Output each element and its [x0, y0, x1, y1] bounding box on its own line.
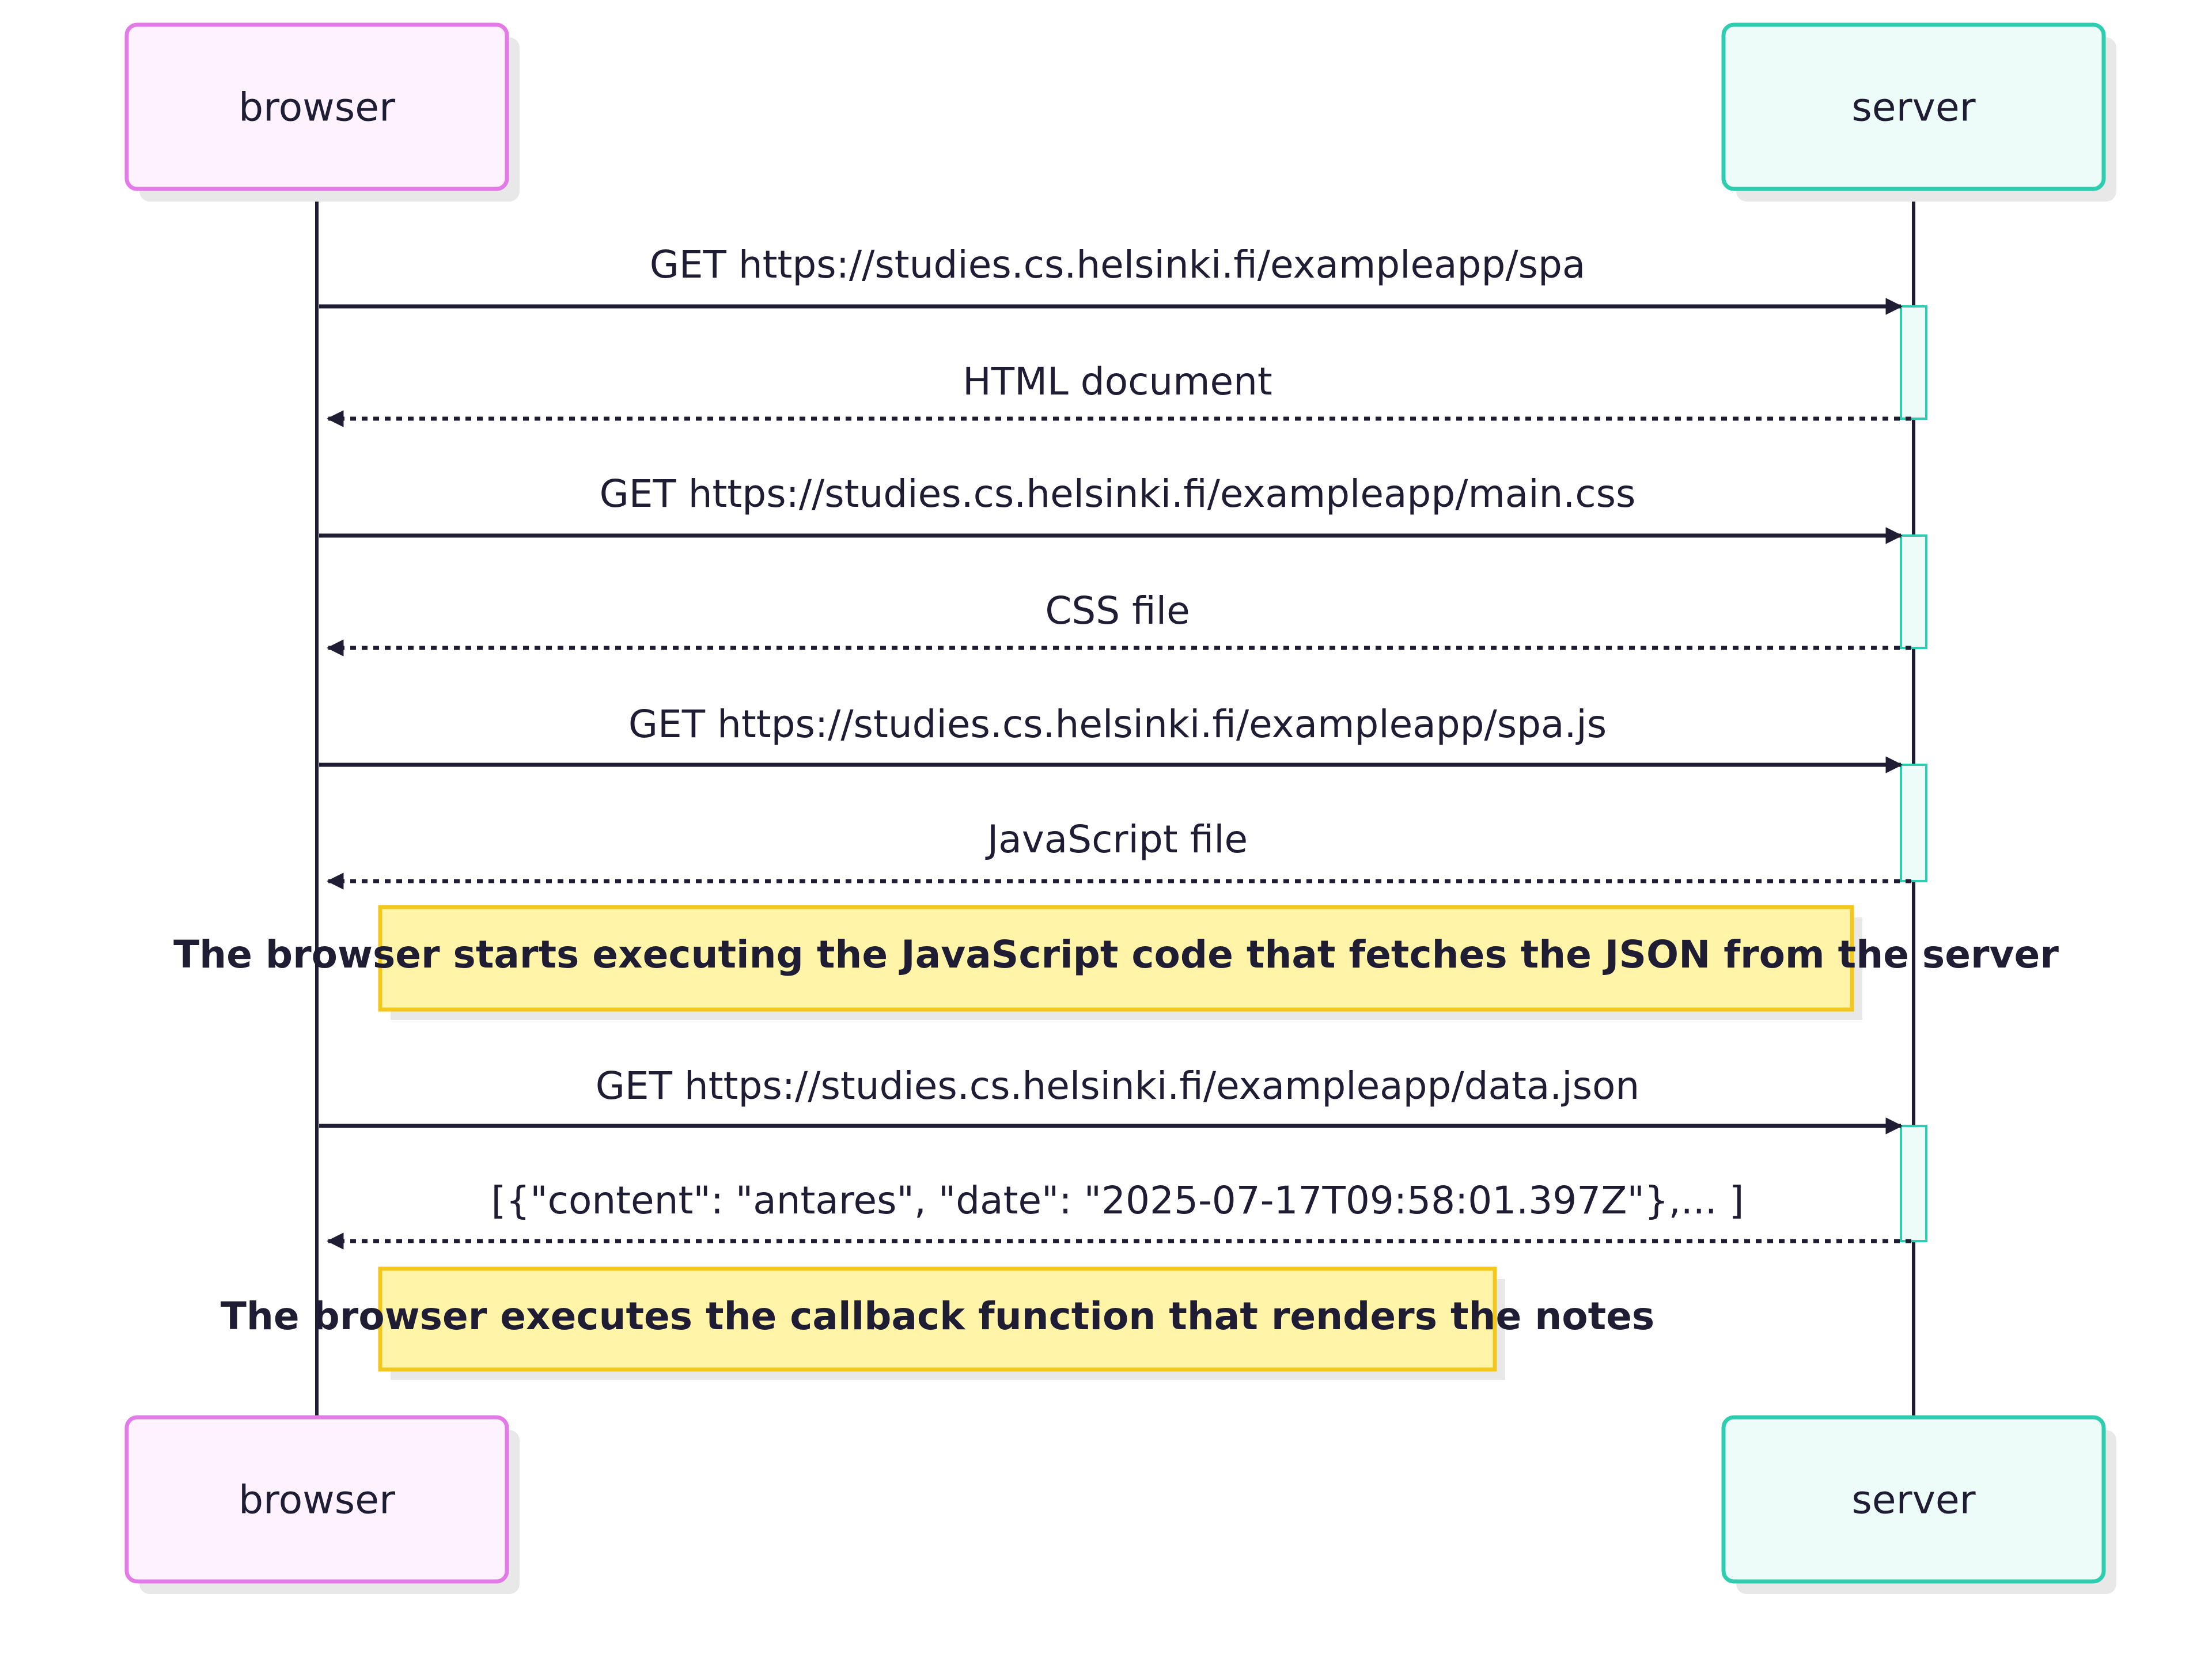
note-box	[378, 905, 1854, 1012]
note-box	[378, 1266, 1497, 1372]
note-text: The browser executes the callback functi…	[221, 1294, 1654, 1338]
message-response: JavaScript file	[327, 817, 1911, 890]
message-request: GET https://studies.cs.helsinki.fi/examp…	[319, 242, 1903, 315]
message-label: GET https://studies.cs.helsinki.fi/examp…	[600, 472, 1636, 516]
message-label: GET https://studies.cs.helsinki.fi/examp…	[628, 702, 1607, 746]
message-request: GET https://studies.cs.helsinki.fi/examp…	[319, 702, 1903, 773]
browser-actor-top: browser	[124, 22, 520, 202]
server-activation-bar	[1900, 764, 1927, 882]
message-response: HTML document	[327, 359, 1911, 427]
server-actor-bottom: server	[1721, 1415, 2116, 1594]
server-actor-top: server	[1721, 22, 2116, 202]
message-request: GET https://studies.cs.helsinki.fi/examp…	[319, 472, 1903, 544]
browser-box	[124, 1415, 509, 1584]
message-label: HTML document	[963, 359, 1272, 404]
message-label: JavaScript file	[985, 817, 1248, 862]
note-text: The browser starts executing the JavaScr…	[173, 932, 2059, 977]
message-label: [{"content": "antares", "date": "2025-07…	[491, 1178, 1744, 1223]
message-label: GET https://studies.cs.helsinki.fi/examp…	[650, 242, 1586, 287]
browser-label: browser	[238, 1478, 395, 1523]
browser-box	[124, 22, 509, 191]
server-activation-bar	[1900, 534, 1927, 649]
message-response: [{"content": "antares", "date": "2025-07…	[327, 1178, 1911, 1250]
server-activation-bar	[1900, 305, 1927, 420]
message-request: GET https://studies.cs.helsinki.fi/examp…	[319, 1064, 1903, 1135]
message-response: CSS file	[327, 589, 1911, 657]
server-box	[1721, 1415, 2106, 1584]
server-box	[1721, 22, 2106, 191]
server-label: server	[1851, 85, 1975, 131]
note: The browser starts executing the JavaScr…	[173, 905, 2059, 1020]
server-label: server	[1851, 1478, 1975, 1523]
note: The browser executes the callback functi…	[221, 1266, 1654, 1380]
message-label: GET https://studies.cs.helsinki.fi/examp…	[596, 1064, 1639, 1108]
message-label: CSS file	[1045, 589, 1190, 633]
server-activation-bar	[1900, 1125, 1927, 1242]
browser-actor-bottom: browser	[124, 1415, 520, 1594]
browser-label: browser	[238, 85, 395, 131]
